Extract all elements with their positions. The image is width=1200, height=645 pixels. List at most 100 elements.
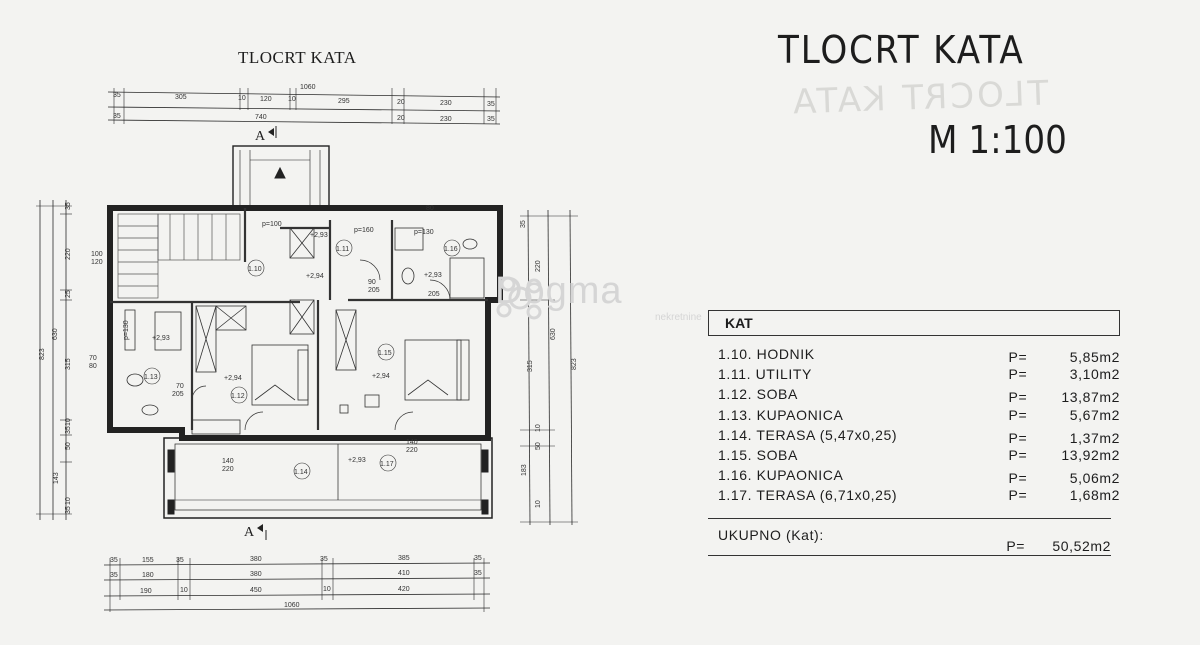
room-name: 1.13. KUPAONICA bbox=[718, 406, 844, 423]
room-number: 1.16 bbox=[444, 246, 458, 253]
dim-label: 35 bbox=[487, 116, 495, 123]
note: p=130 bbox=[123, 320, 130, 340]
room-name: 1.15. SOBA bbox=[718, 446, 798, 463]
room-number: 1.17 bbox=[380, 461, 394, 468]
beds bbox=[251, 339, 470, 406]
note: 90 bbox=[368, 279, 376, 286]
left-dimension-lines bbox=[36, 200, 72, 520]
area-prefix: P= bbox=[1008, 446, 1028, 463]
dim-total-left: 630 bbox=[52, 328, 59, 340]
area-prefix: P= bbox=[1008, 470, 1028, 487]
area-prefix: P= bbox=[1008, 366, 1028, 383]
dim-label: 35 bbox=[110, 572, 118, 579]
dim-label: 220 bbox=[65, 248, 72, 260]
dim-label: 380 bbox=[250, 571, 262, 578]
room-name: 1.17. TERASA (6,71x0,25) bbox=[718, 487, 898, 504]
note: p=130 bbox=[414, 229, 434, 236]
dim-label: 10 bbox=[180, 587, 188, 594]
dim-label: 35 bbox=[176, 557, 184, 564]
dim-label: 50 bbox=[535, 442, 542, 450]
note: 220 bbox=[222, 466, 234, 473]
dim-label: 410 bbox=[398, 570, 410, 577]
dim-label: 380 bbox=[250, 556, 262, 563]
note: 140 bbox=[406, 439, 418, 446]
room-number: 1.15 bbox=[378, 350, 392, 357]
interior-walls bbox=[110, 208, 488, 430]
area-prefix: P= bbox=[1008, 487, 1028, 504]
balcony-top bbox=[232, 145, 330, 209]
table-row: 1.13. KUPAONICA P= 5,67m2 bbox=[708, 407, 1120, 427]
level-marks: +2,93 +2,94 +2,93 +2,93 +2,94 +2,94 +2,9… bbox=[152, 232, 442, 464]
handwritten-title: TLOCRT KATA bbox=[778, 28, 1025, 72]
note: p=160 bbox=[354, 227, 374, 234]
dim-label: 35 bbox=[487, 101, 495, 108]
note: 140 bbox=[222, 458, 234, 465]
plan-title: TLOCRT KATA bbox=[238, 48, 357, 67]
exterior-walls bbox=[107, 205, 503, 441]
table-row: 1.17. TERASA (6,71x0,25) P= 1,68m2 bbox=[708, 487, 1120, 507]
dim-total-right: 630 bbox=[550, 328, 557, 340]
dim-label: 450 bbox=[250, 587, 262, 594]
dim-label: 10 bbox=[65, 418, 72, 426]
table-row: 1.12. SOBA P= 13,87m2 bbox=[708, 386, 1120, 406]
area-value: 5,06m2 bbox=[1069, 470, 1120, 487]
section-letter: A bbox=[255, 129, 266, 144]
dim-label: 35 bbox=[320, 556, 328, 563]
dim-label: 35 bbox=[474, 555, 482, 562]
area-value: 5,67m2 bbox=[1069, 406, 1120, 423]
room-labels: 1.10 1.11 1.12 1.13 1.14 1.15 1.16 1.17 bbox=[143, 239, 461, 480]
room-number: 1.13 bbox=[144, 374, 158, 381]
dim-label: 10 bbox=[535, 424, 542, 432]
room-name: 1.16. KUPAONICA bbox=[718, 467, 844, 484]
dim-label: 35 bbox=[65, 202, 72, 210]
note: 205 bbox=[172, 391, 184, 398]
area-value: 13,92m2 bbox=[1061, 446, 1120, 463]
top-dimension-lines bbox=[107, 88, 501, 125]
note: 120 bbox=[91, 259, 103, 266]
top-dimension-labels: 35 305 10 120 10 295 20 230 35 1060 35 7… bbox=[113, 84, 495, 123]
table-row: 1.16. KUPAONICA P= 5,06m2 bbox=[708, 467, 1120, 487]
note: p=100 bbox=[262, 221, 282, 228]
bleed-through-text: TLOCRT KATA bbox=[789, 73, 1050, 123]
dim-total-right: 823 bbox=[571, 358, 578, 370]
level-mark: +2,93 bbox=[348, 457, 366, 464]
dim-label: 35 bbox=[113, 92, 121, 99]
area-prefix: P= bbox=[1008, 429, 1028, 446]
note: 220 bbox=[406, 447, 418, 454]
total-value: 50,52m2 bbox=[1052, 538, 1111, 554]
dim-label: 230 bbox=[440, 116, 452, 123]
dim-total-bottom: 1060 bbox=[284, 602, 300, 609]
section-marker-bottom: A bbox=[244, 524, 267, 540]
area-table-heading: KAT bbox=[708, 310, 1120, 336]
watermark-brand: Dogma bbox=[495, 270, 623, 312]
dim-total-left: 823 bbox=[39, 348, 46, 360]
area-prefix: P= bbox=[1008, 349, 1028, 365]
doors bbox=[191, 259, 451, 431]
dim-label: 25 bbox=[65, 290, 72, 298]
level-mark: +2,94 bbox=[306, 273, 324, 280]
right-dimension-labels: 35 220 315 10 50 183 10 630 823 bbox=[520, 220, 578, 508]
dim-label: 305 bbox=[175, 94, 187, 101]
note: 70 bbox=[176, 383, 184, 390]
total-label: UKUPNO (Kat): bbox=[718, 527, 824, 543]
room-name: 1.14. TERASA (5,47x0,25) bbox=[718, 426, 898, 443]
section-marker-top: A bbox=[255, 126, 277, 144]
staircase bbox=[117, 213, 241, 299]
dim-label: 315 bbox=[527, 360, 534, 372]
table-row: 1.14. TERASA (5,47x0,25) P= 1,37m2 bbox=[708, 427, 1120, 447]
dim-label: 10 bbox=[323, 586, 331, 593]
area-value: 1,68m2 bbox=[1069, 487, 1120, 504]
area-value: 13,87m2 bbox=[1061, 389, 1120, 406]
dim-label: 35 bbox=[520, 220, 527, 228]
dim-label: 35 bbox=[65, 506, 72, 514]
dim-label: 10 bbox=[535, 500, 542, 508]
dim-label: 315 bbox=[65, 358, 72, 370]
dim-label: 183 bbox=[521, 464, 528, 476]
area-prefix: P= bbox=[1008, 389, 1028, 406]
dim-label: 35 bbox=[474, 570, 482, 577]
note: 70 bbox=[89, 355, 97, 362]
dim-label: 10 bbox=[65, 497, 72, 505]
note: 205 bbox=[428, 291, 440, 298]
total-prefix: P= bbox=[1006, 538, 1026, 554]
total-row: UKUPNO (Kat): P= 50,52m2 bbox=[708, 519, 1111, 554]
